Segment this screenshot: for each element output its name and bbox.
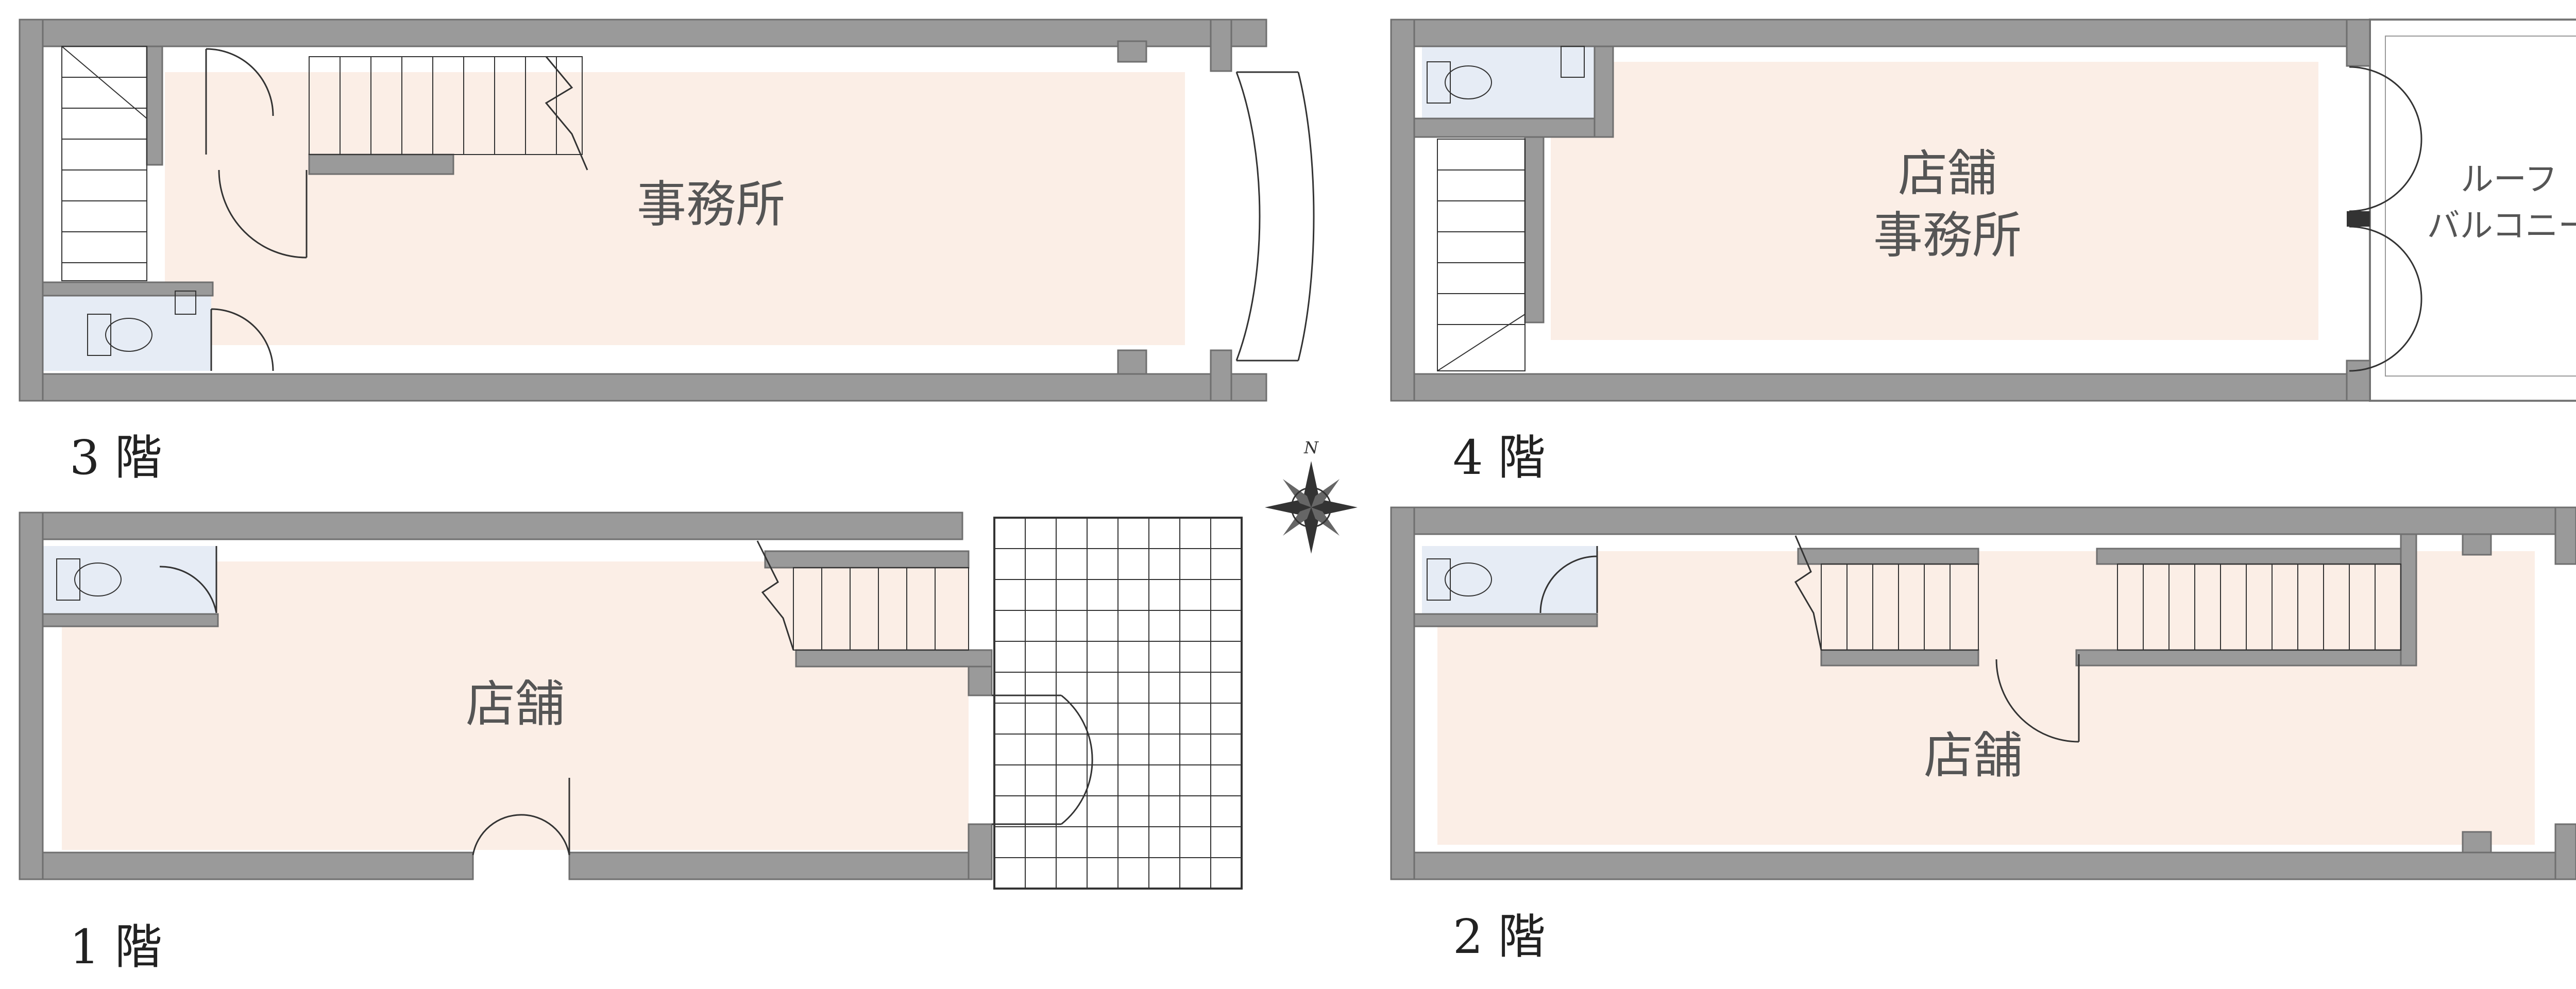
toilet-area-2f	[1422, 546, 1597, 623]
floor-area-3f	[165, 72, 1185, 345]
wall-bottom-right-1f	[568, 851, 993, 880]
door-mid-2f	[1995, 654, 2080, 743]
wall-right-lower-4f	[2346, 360, 2371, 402]
wall-bottom-4f	[1390, 373, 2371, 402]
wall-wc-4f	[1413, 117, 1596, 138]
wall-left-4f	[1390, 19, 1415, 402]
toilet-area-3f	[36, 294, 211, 371]
room-label-3f: 事務所	[637, 176, 785, 233]
wall-right-upper-4f	[2346, 19, 2371, 67]
wall-stair-bottom-1f	[795, 649, 993, 668]
wall-stair-b-top-2f	[2096, 548, 2402, 565]
wall-right-upper-3f	[1210, 19, 1232, 72]
wall-top-4f	[1390, 19, 2371, 47]
floor-plan-2f: 店舗 2 階	[1390, 506, 2576, 964]
wall-wc-1f	[42, 613, 219, 627]
stairs-a-2f	[1794, 535, 1979, 651]
wall-left-1f	[19, 511, 44, 880]
stairs-1f	[756, 540, 969, 651]
door-wc-2f	[1539, 546, 1598, 613]
room-label-2f: 店舗	[1924, 727, 2023, 785]
floor-plan-4f: 店舗 事務所 ルーフ バルコニー 4 階	[1390, 19, 2576, 485]
wall-stair-b-side-2f	[2400, 533, 2417, 667]
wall-top-2f	[1390, 506, 2576, 535]
wall-bottom-left-1f	[19, 851, 474, 880]
wall-right-lower-3f	[1210, 349, 1232, 402]
floor-label-4f: 4 階	[1453, 430, 1546, 485]
floor-label-1f: 1 階	[70, 919, 162, 975]
wall-wc-3f	[42, 281, 214, 297]
wall-inner-stair-3f	[146, 45, 163, 166]
roof-balcony	[2369, 19, 2576, 402]
pillar-top-2f	[2462, 533, 2492, 556]
door-balcony-lower	[2349, 226, 2422, 372]
wall-stair-a-bottom-2f	[1820, 649, 1979, 667]
toilet-area-4f	[1422, 41, 1597, 118]
wall-stair-a-top-2f	[1797, 548, 1979, 565]
stairs-left-3f	[61, 46, 147, 281]
wall-left-3f	[19, 19, 44, 402]
wall-wc-side-4f	[1594, 45, 1614, 138]
stairs-4f	[1437, 139, 1526, 371]
wall-inner-mid-3f	[308, 154, 454, 175]
floor-plan-3f: 事務所 3 階	[19, 19, 1315, 485]
pillar-bottom-2f	[2462, 831, 2492, 854]
door-wc-1f	[159, 546, 217, 613]
roof-balcony-inner	[2385, 36, 2576, 377]
wall-wc-2f	[1413, 613, 1598, 627]
pillar-top-3f	[1117, 40, 1147, 63]
door-mid-3f	[218, 169, 308, 259]
wall-top-3f	[19, 19, 1267, 47]
toilet-icon-1f	[56, 558, 122, 601]
wall-right-upper-2f	[2554, 506, 2576, 565]
door-entrance-1f	[992, 694, 1093, 825]
floor-plan-1f: 店舗 1 階	[19, 511, 1243, 975]
toilet-area-1f	[41, 546, 216, 623]
room-label-4f-line2: 事務所	[1873, 207, 2022, 264]
wall-inner-stair-4f	[1524, 136, 1545, 323]
stairs-top-3f	[309, 56, 588, 170]
floor-area-4f	[1551, 62, 2318, 340]
door-balcony-post	[2347, 211, 2370, 227]
wall-stair-b-bottom-2f	[2075, 649, 2417, 667]
wall-right-lower-2f	[2554, 823, 2576, 880]
floor-label-2f: 2 階	[1453, 909, 1546, 964]
floor-area-2f	[1437, 551, 2535, 845]
balcony-label-line1: ルーフ	[2461, 161, 2557, 199]
wall-left-2f	[1390, 506, 1415, 880]
tiled-entrance-1f	[993, 517, 1243, 890]
pillar-bottom-3f	[1117, 349, 1147, 375]
room-label-4f-line1: 店舗	[1898, 145, 1997, 202]
wall-bottom-3f	[19, 373, 1267, 402]
wall-stair-top-1f	[764, 550, 970, 569]
door-bottom-1f	[472, 778, 570, 856]
toilet-icon-4f	[1427, 46, 1585, 104]
toilet-icon-3f	[87, 291, 196, 356]
compass-north-label: N	[1303, 438, 1319, 457]
toilet-icon-2f	[1427, 558, 1492, 601]
wall-bottom-2f	[1390, 851, 2576, 880]
door-balcony-upper	[2349, 66, 2422, 212]
floor-label-3f: 3 階	[70, 430, 162, 485]
room-label-1f: 店舗	[466, 675, 565, 733]
balcony-label-line2: バルコニー	[2427, 207, 2576, 245]
door-top-3f	[205, 48, 274, 155]
compass-icon: N	[1265, 438, 1358, 554]
stairs-b-2f	[2117, 564, 2401, 651]
wall-right-lower-1f	[968, 823, 993, 880]
door-wc-3f	[210, 308, 274, 371]
wall-top-1f	[19, 511, 963, 540]
double-door-3f	[1235, 71, 1315, 362]
